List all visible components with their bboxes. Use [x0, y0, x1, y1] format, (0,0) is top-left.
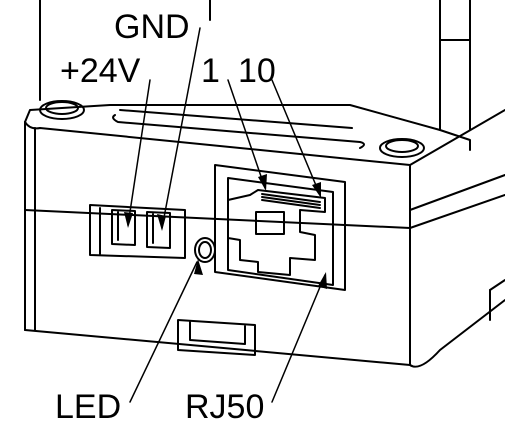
- housing-front-face: [24, 109, 505, 368]
- power-terminal-block: [89, 204, 186, 259]
- led-indicator: [194, 237, 216, 263]
- label-gnd: GND: [114, 8, 190, 46]
- mounting-hole-right: [379, 138, 425, 158]
- rj50-socket: [214, 164, 346, 291]
- housing-upper: [24, 0, 471, 331]
- label-pin1: 1: [201, 52, 220, 90]
- label-rj50: RJ50: [185, 388, 264, 426]
- rj50-contacts: [261, 193, 321, 209]
- top-slot: [112, 109, 365, 149]
- label-plus24v: +24V: [60, 52, 141, 90]
- bottom-latch: [177, 319, 256, 356]
- label-led: LED: [55, 388, 121, 426]
- mounting-hole-left: [39, 100, 85, 120]
- label-pin10: 10: [238, 52, 276, 90]
- leader-lines: [127, 27, 326, 403]
- arrowheads: [124, 174, 327, 289]
